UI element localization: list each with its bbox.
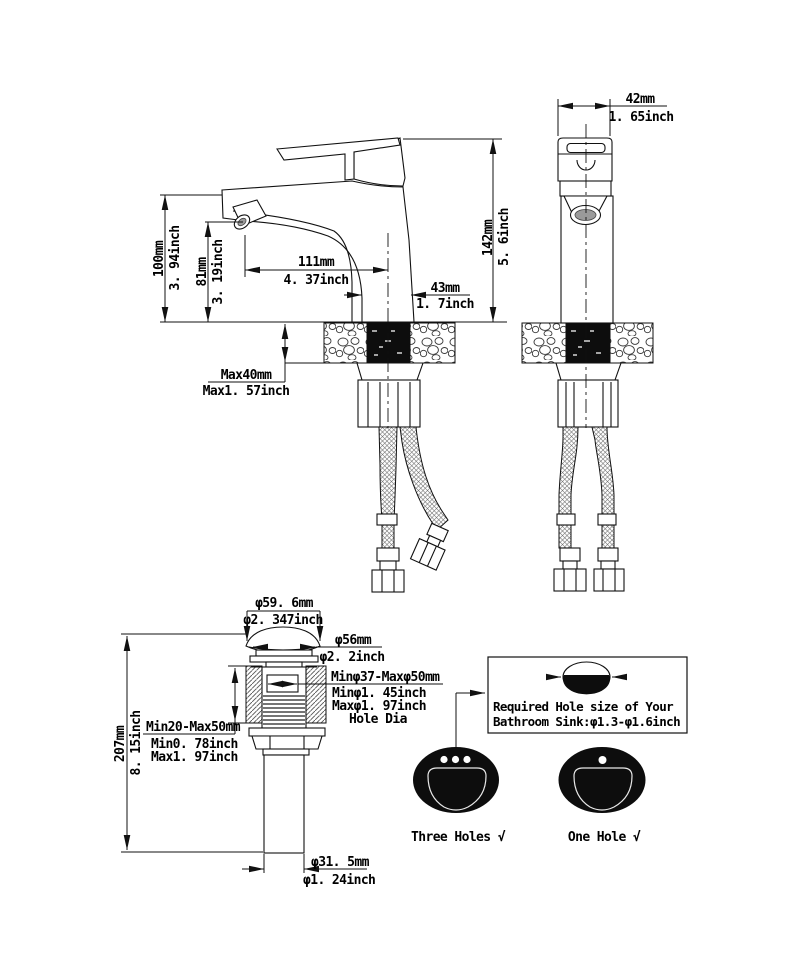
requirement-note-box: Required Hole size of Your Bathroom Sink… [455, 656, 688, 748]
dim-spout-reach-inch: 4. 37inch [283, 273, 348, 288]
mounting-slots-front [565, 382, 612, 427]
drain-assembly: φ59. 6mm φ2. 347inch φ56mm φ2. 2inch Min… [113, 596, 443, 888]
dim-aerator-height-mm: 81mm [195, 257, 210, 287]
hose-collar [376, 547, 400, 562]
mounting-collar-front [555, 362, 622, 381]
sink-options: Three Holes √ One Hole √ [411, 747, 646, 845]
dim-hole-dia-max: Maxφ1. 97inch [332, 699, 426, 714]
dim-aerator-height-inch: 3. 19inch [211, 239, 226, 304]
drain-locknut [251, 735, 323, 750]
mounting-block-front [557, 379, 619, 428]
supply-hose-straight [378, 426, 398, 549]
mounting-collar-side [356, 362, 424, 381]
three-hole-sink [413, 747, 499, 813]
dim-overall-height-mm: 142mm [481, 219, 496, 256]
dim-hole-dia-range: Minφ37-Maxφ50mm [331, 670, 440, 685]
hose-nut-facets [381, 570, 395, 592]
hose-nut-left [553, 568, 587, 592]
dim-flange-dia-mm: φ56mm [335, 633, 372, 648]
drain-neck [265, 661, 303, 668]
drain-collar [262, 748, 310, 756]
faucet-shoulder-front [559, 180, 612, 197]
curved-hose-end [409, 522, 449, 571]
drain-flange-plate1 [255, 649, 313, 657]
three-hole-basin-outline [427, 767, 487, 811]
faucet-head-front [557, 137, 613, 182]
faucet-handle-side [276, 137, 401, 181]
hose-nut-right [593, 568, 625, 592]
dim-overall-height-inch: 5. 6inch [497, 208, 512, 266]
dim-cap-dia-inch: φ2. 347inch [243, 613, 323, 628]
dim-tail-dia-mm: φ31. 5mm [311, 855, 370, 870]
dim-base-width-inch: 1. 7inch [416, 297, 474, 312]
supply-hose-curved [399, 426, 449, 531]
faucet-hole-side-view [366, 322, 411, 364]
dim-spout-width-inch: 1. 65inch [608, 110, 673, 125]
mounting-block-side [357, 379, 421, 428]
dim-base-width-mm: 43mm [431, 281, 461, 296]
dim-hole-dia-label: Hole Dia [349, 712, 408, 727]
drain-threads [263, 695, 305, 725]
faucet-hole-front-view [565, 322, 611, 364]
hose-ring [379, 560, 397, 571]
sink-wall-right [305, 665, 327, 724]
front-view-faucet: 42mm 1. 65inch [521, 92, 674, 592]
dim-flange-dia-inch: φ2. 2inch [319, 650, 384, 665]
hole-illustration-fill [563, 675, 610, 695]
dim-deck-max-mm: Max40mm [221, 368, 272, 383]
hole-speckles-front [571, 330, 601, 356]
note-line1: Required Hole size of Your [493, 699, 674, 714]
sink-wall-left [245, 665, 263, 724]
dim-cap-dia-mm: φ59. 6mm [255, 596, 314, 611]
dim-spout-height-inch: 3. 94inch [168, 225, 183, 290]
aerator-screen [574, 209, 597, 221]
dim-drain-height-inch: 8. 15inch [129, 710, 144, 775]
dim-drain-height-mm: 207mm [113, 725, 128, 762]
dim-tail-dia-inch: φ1. 24inch [303, 873, 375, 888]
side-view-faucet: 100mm 3. 94inch 81mm 3. 19inch 111mm 4. … [152, 137, 512, 593]
faucet-body-inner-line [232, 210, 353, 322]
one-hole-label: One Hole √ [568, 830, 641, 845]
one-hole-sink [558, 747, 646, 813]
hose-coupling [376, 513, 398, 526]
dim-spout-reach-mm: 111mm [298, 255, 335, 270]
hose-nut [371, 569, 405, 593]
one-hole-basin-outline [573, 767, 633, 811]
dim-spout-height-mm: 100mm [152, 240, 167, 277]
dim-deck-max-inch: Max1. 57inch [203, 384, 290, 399]
dim-deck-range-max: Max1. 97inch [151, 750, 238, 765]
note-line2: Bathroom Sink:φ1.3-φ1.6inch [493, 714, 680, 729]
drain-flange-wide [248, 727, 326, 737]
mounting-slots-side [367, 382, 411, 427]
dim-deck-range-min: Min0. 78inch [151, 737, 238, 752]
drain-tailpipe [263, 754, 305, 854]
three-holes-label: Three Holes √ [411, 830, 506, 845]
dim-deck-range-mm: Min20-Max50mm [146, 720, 241, 735]
drain-body [261, 666, 307, 729]
drain-flange-plate2 [249, 655, 319, 663]
dim-hole-dia-min: Minφ1. 45inch [332, 686, 426, 701]
dim-spout-width-mm: 42mm [626, 92, 656, 107]
